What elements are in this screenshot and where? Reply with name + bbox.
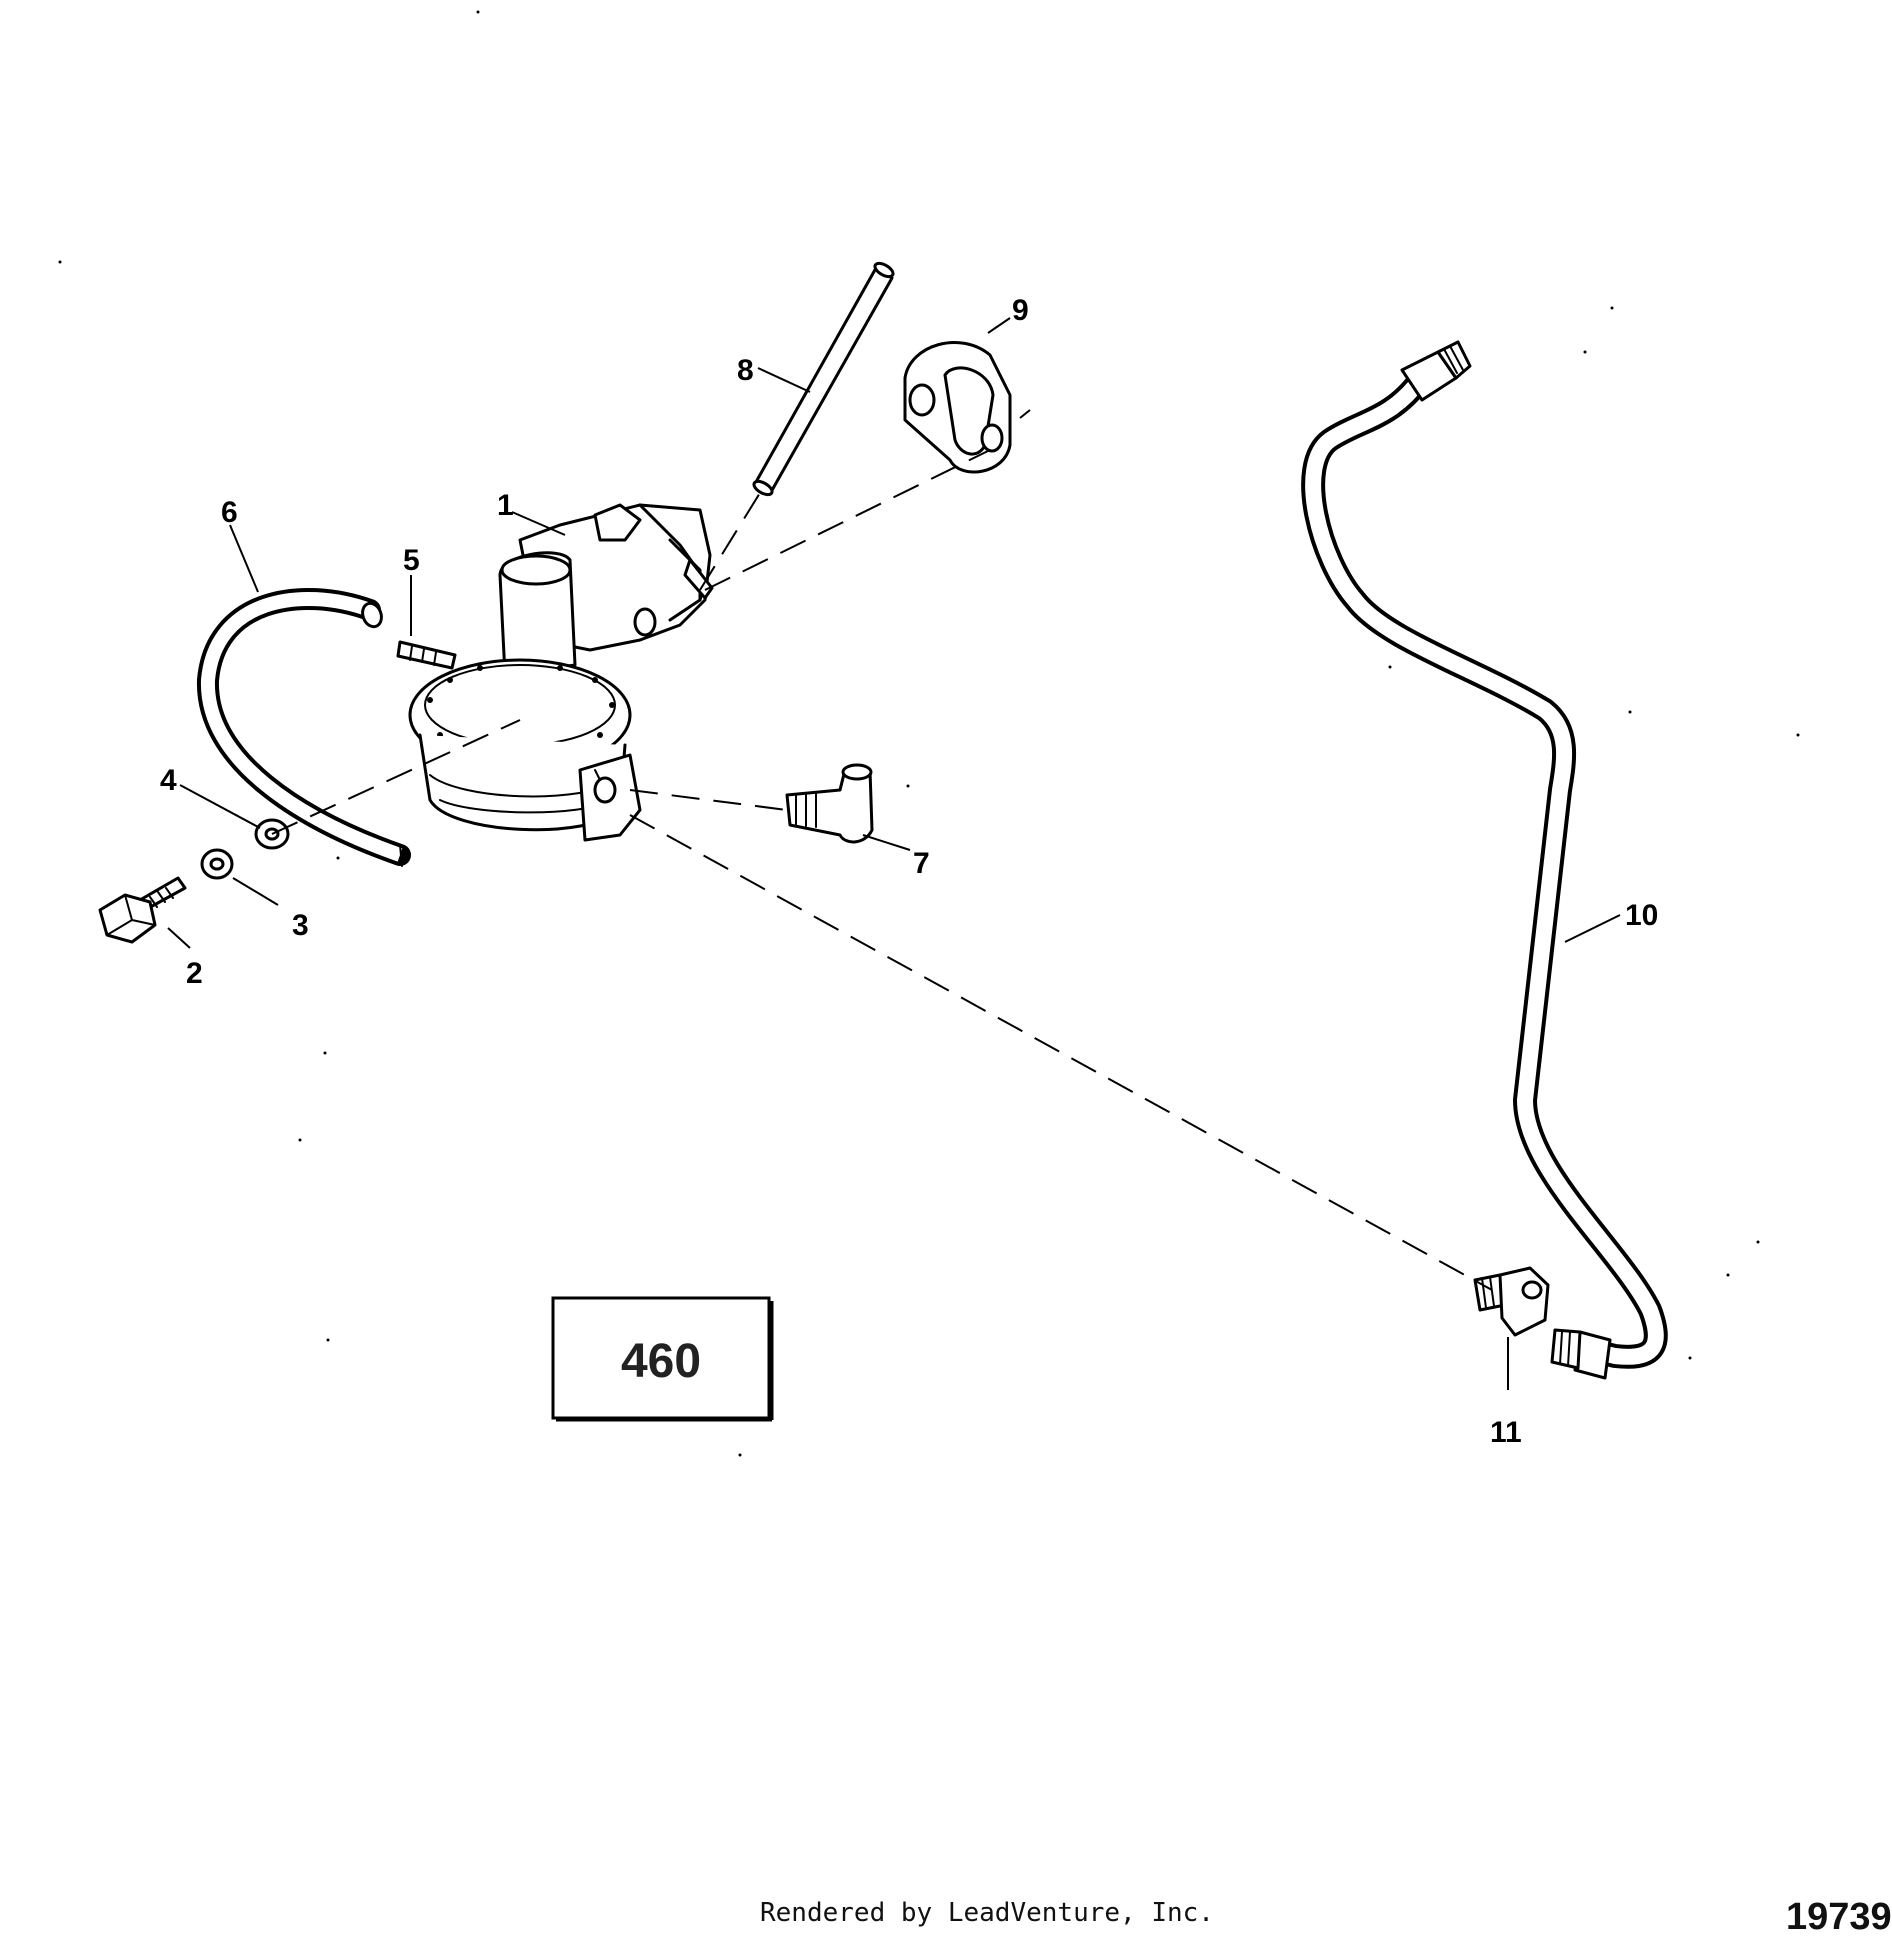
fitting-part-5	[396, 640, 457, 670]
footer-credit: Rendered by LeadVenture, Inc.	[760, 1898, 1214, 1928]
callout-10: 10	[1625, 899, 1658, 932]
bolt-part-2	[98, 876, 187, 944]
gasket-part-9	[903, 341, 1012, 474]
tube-part-8	[752, 261, 895, 497]
callout-4: 4	[160, 764, 177, 797]
vent-hose-part-6	[196, 588, 411, 867]
callout-1: 1	[497, 489, 514, 522]
callout-8: 8	[737, 354, 754, 387]
callout-6: 6	[221, 496, 238, 529]
callout-labels: 1 2 3 4 5 6 7 8 9 10 11	[160, 294, 1658, 1449]
leader-lines	[167, 317, 1621, 1390]
callout-5: 5	[403, 544, 420, 577]
scan-specks	[58, 10, 1800, 1457]
fuel-line-part-10	[1301, 340, 1668, 1380]
callout-9: 9	[1012, 294, 1029, 327]
elbow-part-7	[785, 763, 874, 844]
engine-model-label: 460	[621, 1335, 701, 1388]
callout-7: 7	[913, 847, 930, 880]
callout-11: 11	[1490, 1416, 1522, 1449]
callout-3: 3	[292, 909, 309, 942]
lock-washer-part-3	[200, 848, 234, 880]
adapter-part-11	[1473, 1266, 1550, 1337]
fuel-pump-part-1	[408, 503, 714, 842]
engine-model-box: 460	[551, 1296, 774, 1422]
callout-2: 2	[186, 957, 203, 990]
assembly-paths	[271, 449, 1493, 1291]
sheet-number: 19739	[1786, 1896, 1892, 1938]
